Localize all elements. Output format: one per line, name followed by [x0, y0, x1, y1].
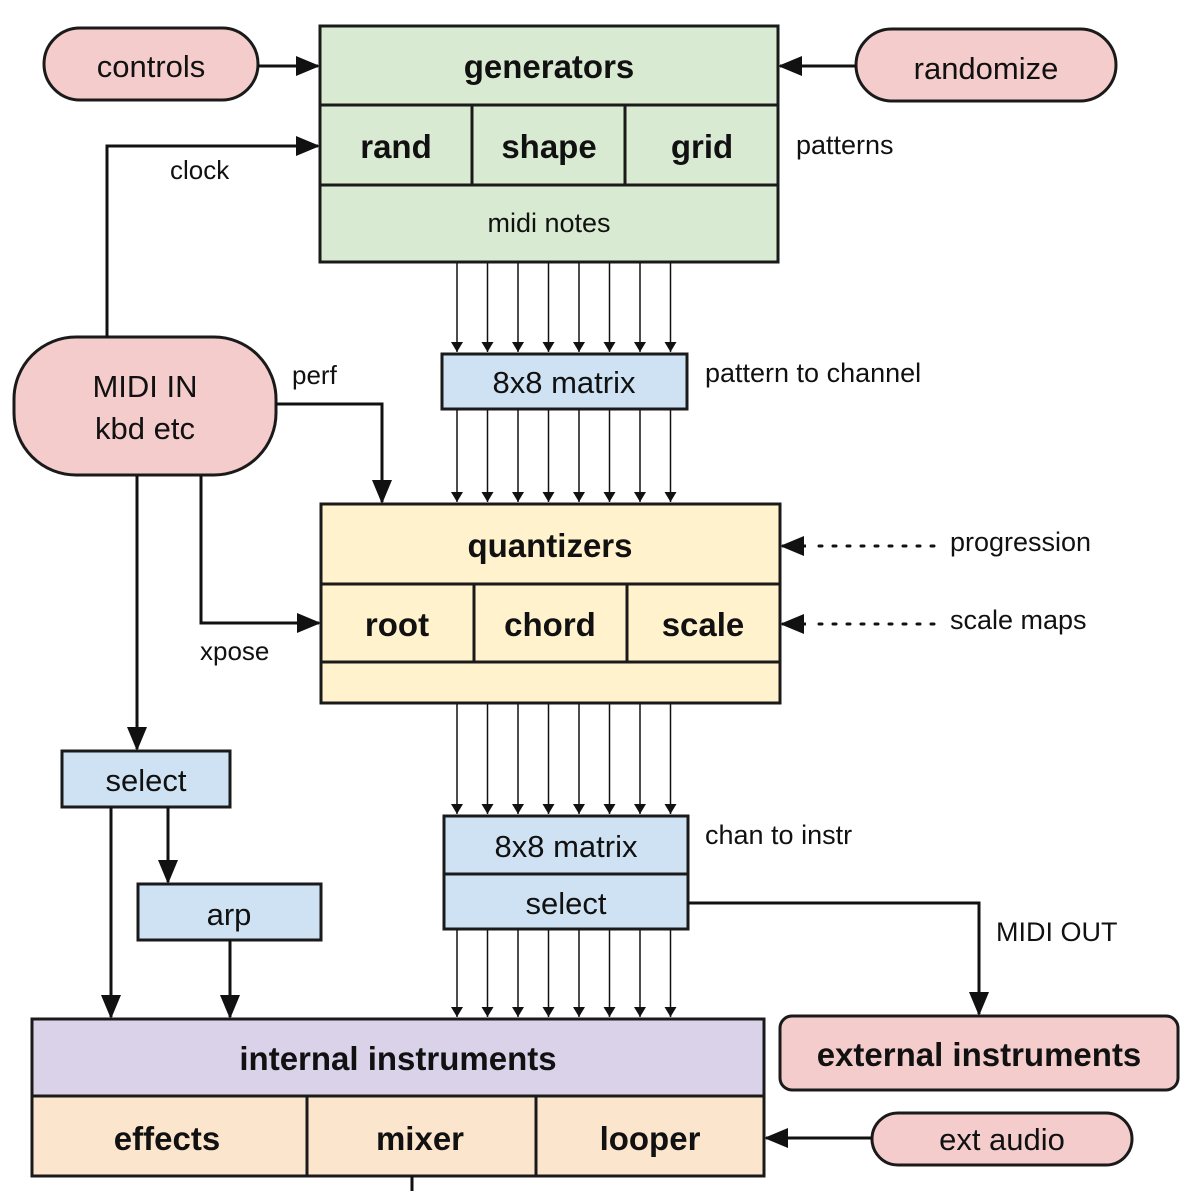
midi-in-node[interactable]: MIDI IN kbd etc — [12, 335, 278, 477]
quantizers-chord-label: chord — [504, 606, 596, 643]
generators-footer-label: midi notes — [487, 208, 610, 238]
perf-arrow — [276, 402, 392, 504]
generators-block[interactable]: generators rand shape grid midi notes — [318, 24, 780, 264]
matrix2-label: 8x8 matrix — [495, 829, 638, 864]
quantizers-root-label: root — [365, 606, 429, 643]
quantizers-block[interactable]: quantizers root chord scale — [319, 502, 782, 705]
midi-in-label-line2: kbd etc — [95, 411, 195, 446]
matrix1-label: 8x8 matrix — [493, 365, 636, 400]
arp-block[interactable]: arp — [136, 882, 323, 942]
perf-label: perf — [292, 360, 338, 390]
left-select-box — [60, 749, 232, 809]
internal-cell-effects — [30, 1094, 309, 1178]
generators-rand-label: rand — [360, 128, 432, 165]
external-instruments-block[interactable]: external instruments — [778, 1014, 1180, 1092]
internal-looper-label: looper — [600, 1120, 701, 1157]
ext-audio-node[interactable]: ext audio — [870, 1111, 1134, 1167]
generators-grid-label: grid — [671, 128, 733, 165]
external-box — [778, 1014, 1180, 1092]
midi-in-pill — [12, 335, 278, 477]
clock-arrow — [105, 136, 320, 337]
channel-arrow-bundles — [451, 263, 677, 1017]
generators-footer-cell — [318, 183, 780, 264]
left-select-label: select — [106, 763, 187, 798]
midi-out-arrow — [688, 901, 989, 1016]
clock-label: clock — [170, 155, 230, 185]
internal-instruments-block[interactable]: internal instruments effects mixer loope… — [30, 1017, 766, 1178]
arp-box — [136, 882, 323, 942]
matrix2-box — [442, 814, 690, 876]
ext-audio-label: ext audio — [939, 1122, 1065, 1157]
internal-cell-looper — [534, 1094, 766, 1178]
midi-out-label: MIDI OUT — [996, 917, 1118, 947]
quantizers-title: quantizers — [467, 527, 632, 564]
matrix1-block[interactable]: 8x8 matrix — [440, 352, 689, 411]
controls-pill — [42, 26, 260, 102]
generators-shape-label: shape — [501, 128, 596, 165]
internal-title-cell — [30, 1017, 766, 1098]
scale-maps-label: scale maps — [950, 605, 1087, 635]
internal-effects-label: effects — [114, 1120, 220, 1157]
chan-to-instr-label: chan to instr — [705, 820, 852, 850]
arp-label: arp — [207, 897, 252, 932]
matrix2-block[interactable]: 8x8 matrix select — [442, 814, 690, 931]
matrix2-select-label: select — [526, 886, 607, 921]
xpose-arrow — [199, 476, 321, 633]
quantizers-cell-chord — [472, 582, 629, 664]
internal-title: internal instruments — [239, 1040, 556, 1077]
quantizers-footer-cell — [319, 660, 782, 705]
xpose-label: xpose — [200, 636, 269, 666]
internal-cell-mixer — [305, 1094, 538, 1178]
controls-label: controls — [97, 49, 206, 84]
matrix1-box — [440, 352, 689, 411]
pattern-to-channel-label: pattern to channel — [705, 358, 921, 388]
quantizers-scale-label: scale — [662, 606, 745, 643]
left-select-block[interactable]: select — [60, 749, 232, 809]
generators-title: generators — [464, 48, 635, 85]
midi-in-label-line1: MIDI IN — [92, 369, 197, 404]
controls-node[interactable]: controls — [42, 26, 260, 102]
quantizers-title-cell — [319, 502, 782, 586]
progression-label: progression — [950, 527, 1091, 557]
external-title: external instruments — [817, 1036, 1142, 1073]
randomize-label: randomize — [914, 51, 1059, 86]
internal-mixer-label: mixer — [376, 1120, 464, 1157]
patterns-label: patterns — [796, 130, 894, 160]
randomize-node[interactable]: randomize — [854, 27, 1118, 103]
